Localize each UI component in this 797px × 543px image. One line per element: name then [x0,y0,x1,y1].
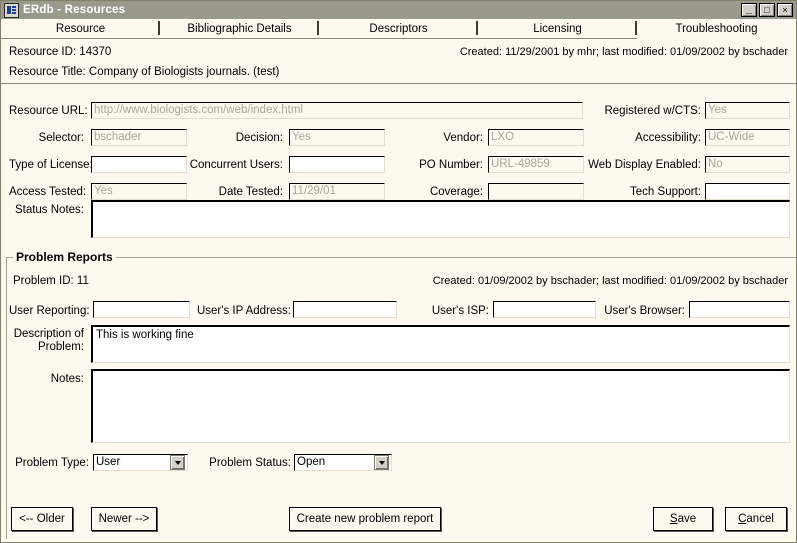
decision-input[interactable]: Yes [289,129,385,146]
older-button[interactable]: <-- Older [11,507,73,531]
problem-reports-group [6,257,796,539]
minimize-icon: _ [745,3,753,15]
description-label-line2: Problem: [37,341,84,353]
registered-cts-input[interactable]: Yes [705,102,790,119]
maximize-button[interactable]: □ [759,3,775,17]
save-label: ave [677,513,697,525]
resource-id: Resource ID: 14370 [9,46,112,58]
problem-id: Problem ID: 11 [13,275,89,287]
resource-url-label: Resource URL: [9,105,88,117]
tab-bibliographic-details[interactable]: Bibliographic Details [160,19,319,39]
concurrent-users-input[interactable] [289,156,385,173]
status-notes-label: Status Notes: [14,204,84,216]
problem-notes-textarea[interactable] [91,369,790,443]
tab-label: Bibliographic Details [187,22,292,35]
registered-cts-label: Registered w/CTS: [604,105,701,117]
resource-audit-info: Created: 11/29/2001 by mhr; last modifie… [459,46,788,58]
problem-type-label: Problem Type: [15,457,89,469]
user-browser-input[interactable] [689,301,790,318]
tab-label: Licensing [533,22,582,35]
description-of-problem-textarea[interactable]: This is working fine [91,325,790,363]
user-ip-address-label: User's IP Address: [196,305,291,317]
status-notes-textarea[interactable] [91,200,790,238]
coverage-input[interactable] [488,183,584,200]
accessibility-label: Accessibility: [635,132,701,144]
chevron-down-icon[interactable] [170,455,185,470]
problem-reports-group-label: Problem Reports [13,250,116,264]
problem-notes-label: Notes: [50,373,84,385]
coverage-label: Coverage: [429,186,483,198]
resource-url-input[interactable]: http://www.biologists.com/web/index.html [91,102,583,119]
web-display-enabled-input[interactable]: No [705,156,790,173]
concurrent-users-label: Concurrent Users: [189,159,283,171]
date-tested-label: Date Tested: [218,186,283,198]
cancel-button[interactable]: Cancel [725,507,787,531]
type-of-license-input[interactable] [91,156,187,173]
newer-button[interactable]: Newer --> [91,507,157,531]
save-accel: S [669,513,678,525]
save-button[interactable]: Save [653,507,713,531]
type-of-license-label: Type of License: [9,159,93,171]
tab-resource[interactable]: Resource [1,19,160,39]
date-tested-input[interactable]: 11/29/01 [289,183,385,200]
problem-status-select[interactable]: Open [294,454,392,471]
user-isp-input[interactable] [493,301,596,318]
user-isp-label: User's ISP: [431,305,489,317]
tab-troubleshooting[interactable]: Troubleshooting [637,19,796,39]
title-bar: ERdb - Resources _ □ × [1,1,796,19]
tab-label: Resource [55,22,106,35]
user-browser-label: User's Browser: [604,305,685,317]
po-number-input[interactable]: URL-49859 [488,156,584,173]
create-new-problem-report-button[interactable]: Create new problem report [289,507,441,531]
problem-audit-info: Created: 01/09/2002 by bschader; last mo… [432,275,788,287]
tab-bar: Resource Bibliographic Details Descripto… [1,19,796,39]
record-header: Resource ID: 14370 Created: 11/29/2001 b… [1,39,796,84]
tab-label: Troubleshooting [675,22,758,35]
access-tested-input[interactable]: Yes [91,183,187,200]
problem-status-label: Problem Status: [209,457,291,469]
tab-descriptors[interactable]: Descriptors [319,19,478,39]
selector-input[interactable]: bschader [91,129,187,146]
chevron-down-icon[interactable] [374,455,389,470]
close-button[interactable]: × [777,3,793,17]
tech-support-label: Tech Support: [630,186,701,198]
problem-type-value: User [96,456,121,468]
vendor-label: Vendor: [443,132,483,144]
description-label-line1: Description of [13,328,84,340]
cancel-accel: C [738,513,747,525]
access-tested-label: Access Tested: [9,186,87,198]
web-display-enabled-label: Web Display Enabled: [588,159,701,171]
user-ip-address-input[interactable] [293,301,397,318]
vendor-input[interactable]: LXO [488,129,584,146]
cancel-label: ancel [746,513,774,525]
po-number-label: PO Number: [419,159,483,171]
resource-title: Resource Title: Company of Biologists jo… [9,66,280,78]
tab-label: Descriptors [369,22,428,35]
problem-type-select[interactable]: User [93,454,188,471]
maximize-icon: □ [764,4,770,15]
tab-licensing[interactable]: Licensing [478,19,637,39]
decision-label: Decision: [235,132,283,144]
user-reporting-label: User Reporting: [9,305,90,317]
accessibility-input[interactable]: UC-Wide [705,129,790,146]
close-icon: × [782,4,788,15]
problem-status-value: Open [297,456,326,468]
window-title: ERdb - Resources [23,4,126,16]
user-reporting-input[interactable] [93,301,190,318]
window-controls: _ □ × [741,3,793,17]
selector-label: Selector: [38,132,84,144]
tech-support-input[interactable] [705,183,790,200]
window-app-icon [4,2,19,18]
minimize-button[interactable]: _ [741,3,757,17]
